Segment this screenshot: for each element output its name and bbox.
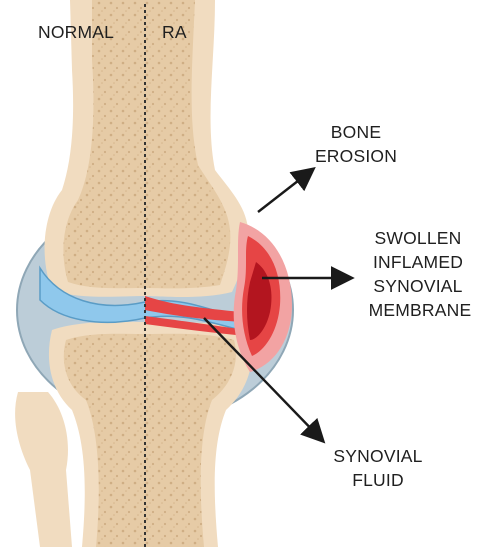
normal-header: NORMAL — [38, 22, 114, 42]
upper-bone — [45, 0, 249, 297]
synovial-fluid-label: SYNOVIAL FLUID — [333, 446, 422, 490]
lower-bone — [49, 322, 252, 547]
synovial-fluid-label-line: FLUID — [352, 470, 404, 490]
synovial-fluid-label-line: SYNOVIAL — [333, 446, 422, 466]
synovial-membrane-label-line: MEMBRANE — [369, 300, 472, 320]
bone-erosion-label-line: BONE — [331, 122, 381, 142]
fibula-bone — [15, 392, 72, 547]
bone-erosion-arrow — [258, 170, 312, 212]
bone-erosion-label-line: EROSION — [315, 146, 397, 166]
bone-erosion-label: BONE EROSION — [315, 122, 397, 166]
synovial-membrane-label-line: SYNOVIAL — [373, 276, 462, 296]
synovial-membrane-label-line: INFLAMED — [373, 252, 463, 272]
synovial-membrane-label: SWOLLEN INFLAMED SYNOVIAL MEMBRANE — [369, 228, 472, 320]
synovial-membrane-label-line: SWOLLEN — [375, 228, 462, 248]
ra-header: RA — [162, 22, 187, 42]
